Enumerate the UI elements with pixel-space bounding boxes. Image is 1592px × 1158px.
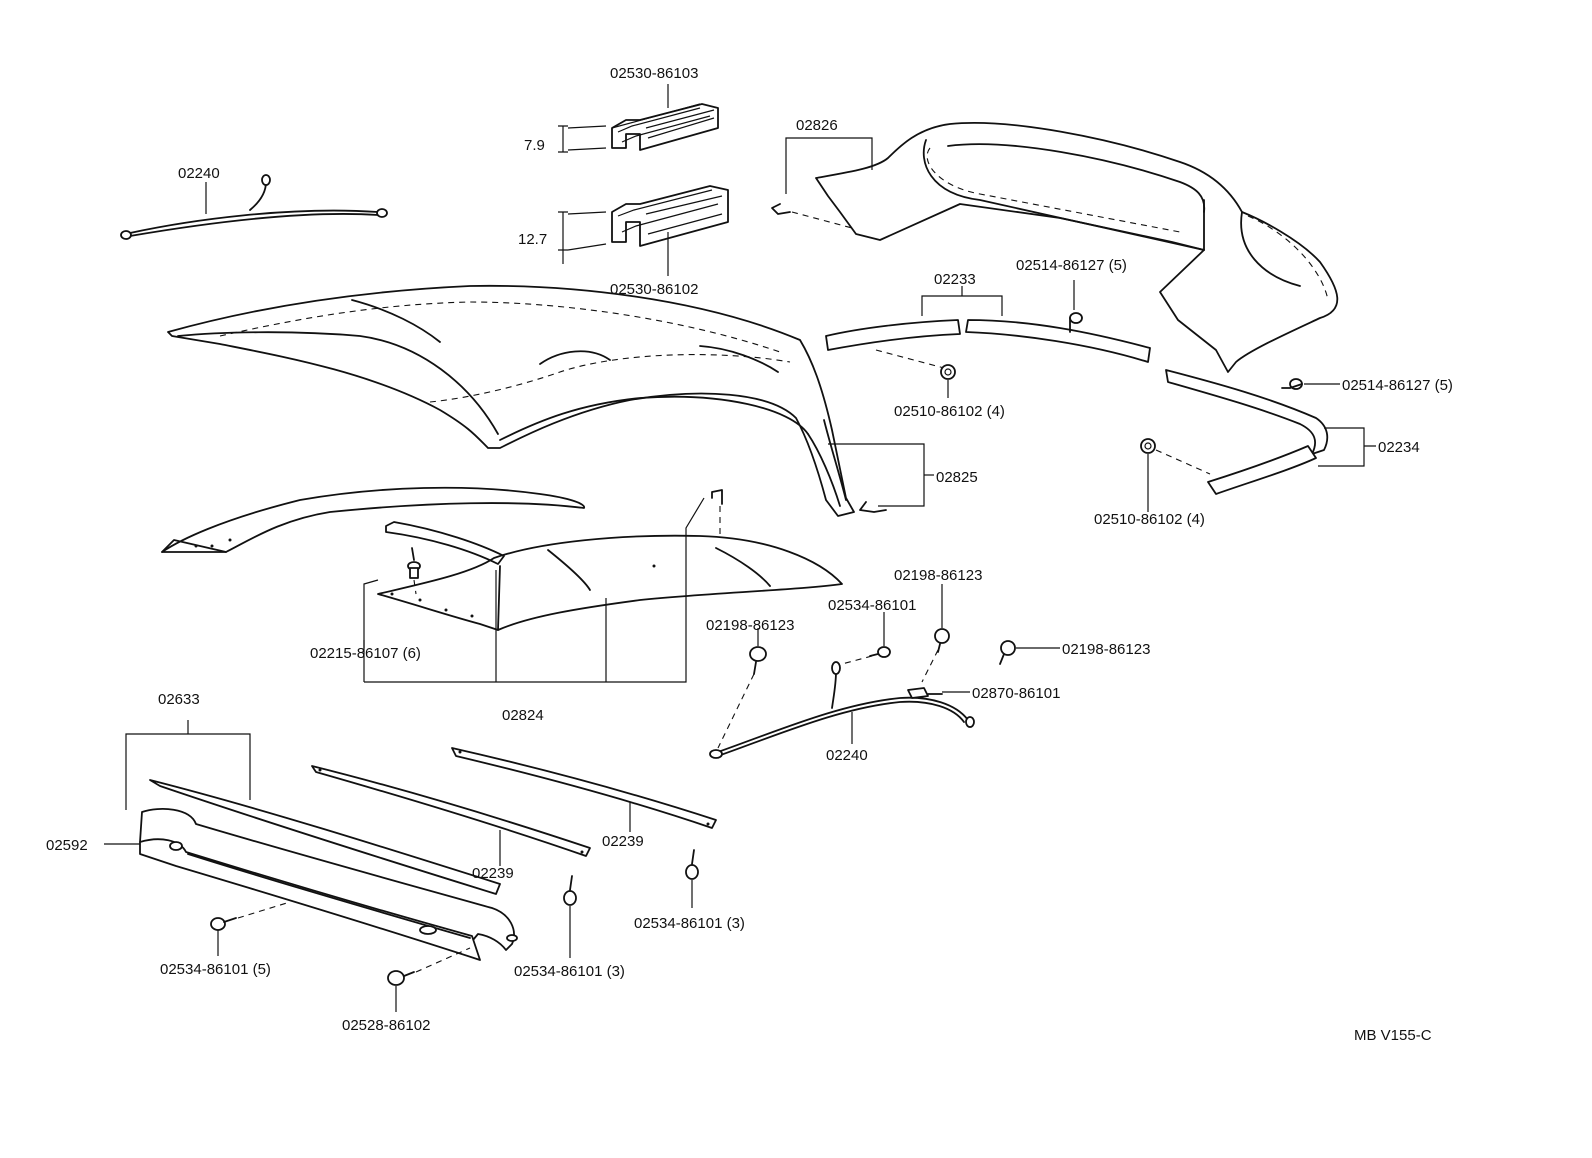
clip-02825 [859,501,887,513]
nut-02510-b [1140,438,1156,454]
label-02233: 02233 [934,271,976,288]
label-02534-86101-a: 02534-86101 [828,597,916,614]
label-ref-code: MB V155-C [1354,1027,1432,1044]
clip-02826 [771,203,791,215]
nut-02510-a [940,364,956,380]
weatherstrip-profile-lower [611,185,729,247]
screw-02534-a [869,646,891,658]
hardtop-shell [167,284,855,517]
label-02826: 02826 [796,117,838,134]
screw-02534-mid [563,875,577,906]
rivet-02215 [407,547,421,579]
label-02530-86103: 02530-86103 [610,65,698,82]
bracket-02825 [828,443,925,507]
dash-02826 [791,211,853,229]
ground-wire-bottom [709,661,975,759]
label-02198-86123-a: 02198-86123 [706,617,794,634]
headliner-left [161,486,585,553]
label-02215-86107: 02215-86107 (6) [310,645,421,662]
bracket-02633 [125,720,251,810]
dash-02198-a [717,673,755,749]
headliner-holes [390,564,656,618]
molding-02234 [1165,369,1329,495]
trim-02633 [149,779,501,895]
dimension-markers [558,125,607,264]
label-02240-bottom: 02240 [826,747,868,764]
screw-02514-top [1069,312,1083,333]
molding-02233 [825,319,1151,363]
label-02528-86102: 02528-86102 [342,1017,430,1034]
bracket-02234 [1318,427,1376,467]
bolt-02198-a [749,646,767,675]
label-02534-86101-d: 02534-86101 (5) [160,961,271,978]
label-02592: 02592 [46,837,88,854]
label-02633: 02633 [158,691,200,708]
dash-02528 [415,947,471,973]
label-02234: 02234 [1378,439,1420,456]
dash-02534-left [237,901,291,919]
rail-02239-a [311,765,591,857]
dash-02534-a [841,655,873,665]
label-02198-86123-c: 02198-86123 [1062,641,1150,658]
label-02240-top: 02240 [178,165,220,182]
bolt-02198-b [934,628,950,653]
rail-02239-b [451,747,717,829]
label-02534-86101-c: 02534-86101 (3) [514,963,625,980]
label-02824: 02824 [502,707,544,724]
label-02534-86101-b: 02534-86101 (3) [634,915,745,932]
weatherstrip-profile-upper [611,103,719,151]
headliner-main [377,521,843,631]
label-02514-86127-right: 02514-86127 (5) [1342,377,1453,394]
bracket-02826 [785,137,873,194]
bolt-02198-c [999,640,1016,665]
label-02825: 02825 [936,469,978,486]
clip-02824 [711,489,723,505]
ground-wire-top [120,174,388,240]
bracket-02233 [921,286,1003,316]
trim-02592 [139,807,518,961]
dash-02198-b [921,649,939,683]
label-02239-b: 02239 [602,833,644,850]
dash-02510-a [875,349,945,369]
label-dim-7-9: 7.9 [524,137,545,154]
label-02530-86102: 02530-86102 [610,281,698,298]
label-02510-86102-a: 02510-86102 (4) [894,403,1005,420]
label-dim-12-7: 12.7 [518,231,547,248]
label-02510-86102-b: 02510-86102 (4) [1094,511,1205,528]
headliner-dots [194,538,232,548]
screw-02534-right [685,849,699,880]
bracket-02824 [363,497,705,683]
rear-window-panel [815,122,1339,373]
label-02239-a: 02239 [472,865,514,882]
screw-02514-right [1281,378,1303,390]
label-02870-86101: 02870-86101 [972,685,1060,702]
label-02514-86127-top: 02514-86127 (5) [1016,257,1127,274]
dash-02510-b [1155,449,1211,475]
dash-rivet-02215 [413,579,417,595]
label-02198-86123-b: 02198-86123 [894,567,982,584]
screw-02534-left [210,917,237,931]
clip-02870 [907,687,943,699]
bolt-02528 [387,970,415,986]
